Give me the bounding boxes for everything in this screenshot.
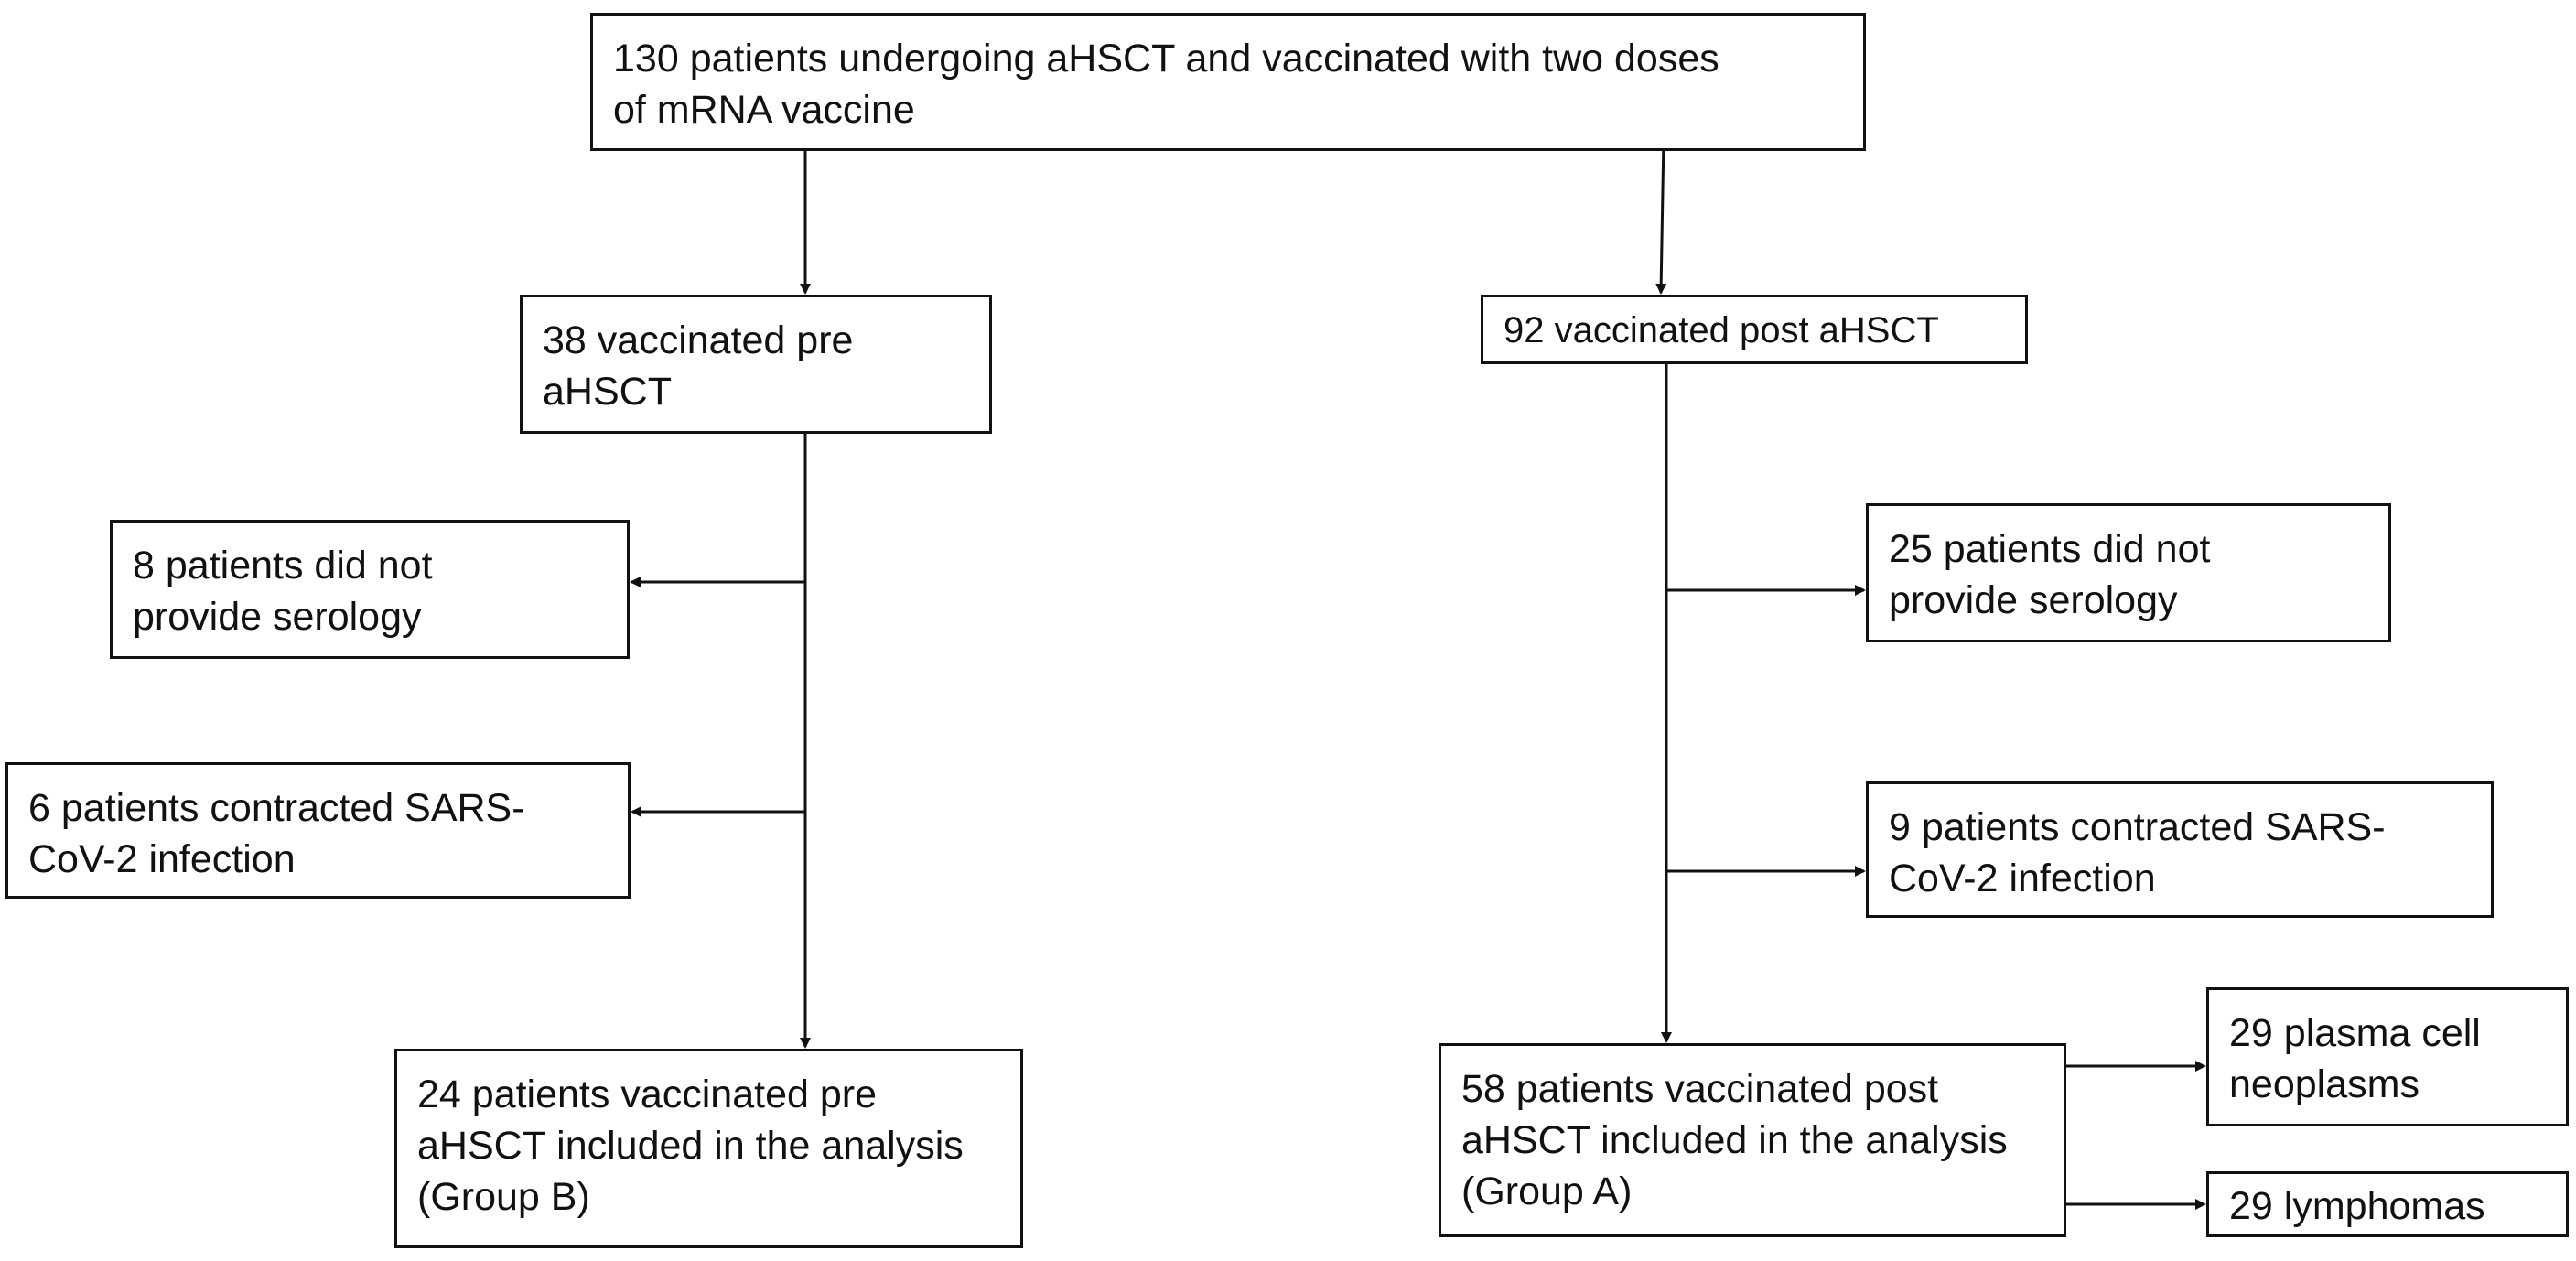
right-no-serology-box: 25 patients did not provide serology	[1866, 503, 2391, 642]
arrow-top-to-post	[1655, 138, 1667, 295]
vaccinated-post-box: 92 vaccinated post aHSCT	[1481, 295, 2028, 364]
vaccinated-pre-box: 38 vaccinated pre aHSCT	[520, 295, 992, 434]
right-infection-box: 9 patients contracted SARS- CoV-2 infect…	[1866, 781, 2494, 918]
plasma-cell-neoplasms-box: 29 plasma cell neoplasms	[2206, 987, 2569, 1126]
left-infection-box: 6 patients contracted SARS- CoV-2 infect…	[5, 762, 631, 899]
lymphomas-box: 29 lymphomas	[2206, 1171, 2569, 1237]
group-b-box: 24 patients vaccinated pre aHSCT include…	[394, 1049, 1023, 1248]
enrolled-patients-box: 130 patients undergoing aHSCT and vaccin…	[590, 13, 1866, 151]
group-a-box: 58 patients vaccinated post aHSCT includ…	[1439, 1043, 2066, 1237]
left-no-serology-box: 8 patients did not provide serology	[110, 520, 630, 659]
